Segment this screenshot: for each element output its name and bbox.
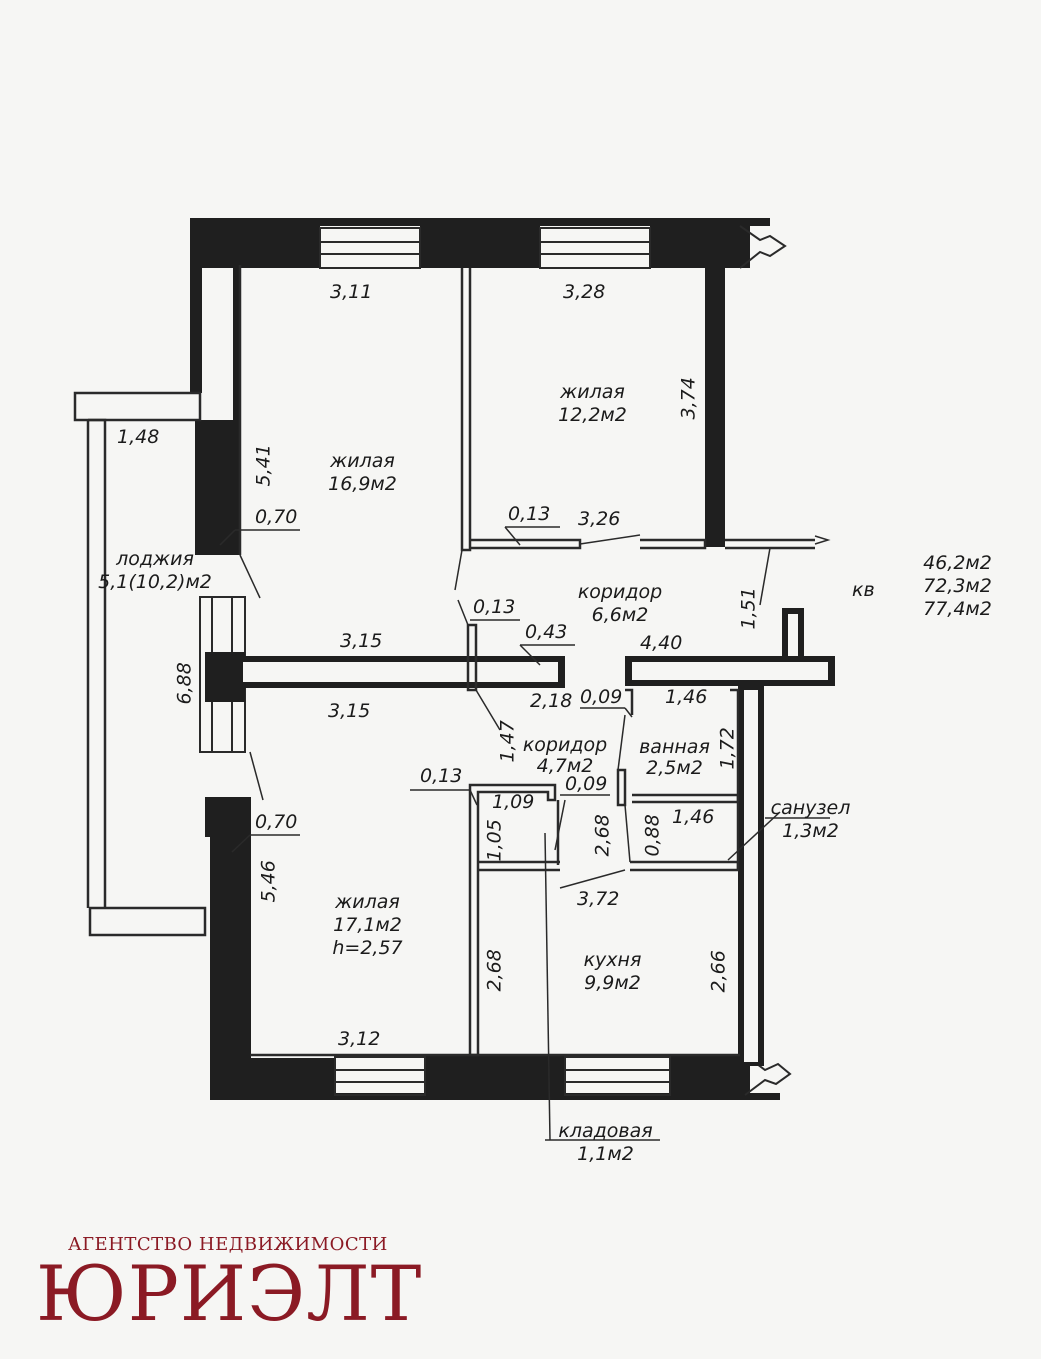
room-area: 6,6м2 [591,604,649,626]
dim-label: 2,66 [707,950,730,993]
dim-label: 1,48 [117,426,160,448]
apartment-area-2: 72,3м2 [923,575,992,597]
dim-label: 0,13 [473,596,516,618]
room-area: 1,1м2 [577,1143,634,1165]
room-loggia: лоджия 5,1(10,2)м2 [95,550,215,592]
room-name: кладовая [558,1120,653,1142]
room-name: жилая [330,450,395,472]
room-area: 17,1м2 [333,914,402,936]
room-living-top-left: жилая 16,9м2 [315,452,410,494]
interior-walls [219,265,835,1141]
brand-logo: ЮРИЭЛТ [36,1249,423,1338]
room-area: 1,3м2 [782,820,839,842]
dim-label: 0,43 [525,621,568,643]
dim-label: 3,15 [328,700,371,722]
brand-tagline: АГЕНТСТВО НЕДВИЖИМОСТИ [68,1234,388,1255]
room-area: 9,9м2 [584,972,641,994]
dim-label: 3,15 [340,630,383,652]
outer-walls [73,218,792,1100]
dim-label: 5,46 [257,860,280,903]
room-area: 5,1(10,2)м2 [98,571,212,593]
room-storage: кладовая 1,1м2 [548,1122,663,1164]
apartment-area-3: 77,4м2 [923,598,992,620]
dim-label: 3,72 [577,888,620,910]
room-name: коридор [522,734,608,756]
room-living-top-right: жилая 12,2м2 [545,383,640,425]
dim-label: 1,72 [716,727,739,770]
room-name: кухня [583,949,642,971]
dim-label: 1,46 [665,686,708,708]
dim-label: 6,88 [173,662,196,705]
room-bathroom: ванная 2,5м2 [632,738,717,778]
room-area: 4,7м2 [536,755,594,777]
room-toilet: санузел 1,3м2 [763,799,858,841]
dim-label: 0,13 [420,765,463,787]
dim-label: 0,70 [255,811,298,833]
dim-label: 3,12 [338,1028,381,1050]
dim-label: 2,68 [591,814,614,857]
room-area: 16,9м2 [328,473,397,495]
dim-label: 1,47 [496,720,519,763]
dim-label: 0,13 [508,503,551,525]
room-height: h=2,57 [332,937,403,959]
apartment-area-1: 46,2м2 [923,552,992,574]
dim-label: 5,41 [252,444,275,487]
apartment-areas: 46,2м2 72,3м2 77,4м2 [910,554,1005,619]
room-name: коридор [577,581,663,603]
dim-label: 0,09 [580,686,623,708]
room-area: 12,2м2 [558,404,627,426]
dim-label: 1,09 [492,791,535,813]
dim-label: 0,88 [641,814,664,857]
dim-label: 3,26 [578,508,621,530]
apartment-label: кв [852,579,875,601]
dim-label: 1,46 [672,806,715,828]
room-area: 2,5м2 [646,757,703,779]
dim-label: 0,70 [255,506,298,528]
dim-label: 0,09 [565,773,608,795]
dim-label: 3,28 [563,281,606,303]
room-corridor-2: коридор 4,7м2 [515,736,615,776]
dim-label: 4,40 [640,632,683,654]
room-name: лоджия [116,548,194,570]
room-corridor-1: коридор 6,6м2 [570,583,670,625]
dim-label: 3,11 [330,281,373,303]
dim-label: 1,05 [483,819,506,862]
dim-label: 3,74 [677,377,700,420]
room-kitchen: кухня 9,9м2 [565,951,660,993]
room-name: санузел [770,797,851,819]
dim-label: 1,51 [737,587,760,630]
dim-label: 2,18 [530,690,573,712]
dim-label: 2,68 [483,949,506,992]
room-name: жилая [335,891,400,913]
room-name: ванная [639,736,710,758]
room-name: жилая [560,381,625,403]
room-living-bottom: жилая 17,1м2 h=2,57 [320,893,415,958]
